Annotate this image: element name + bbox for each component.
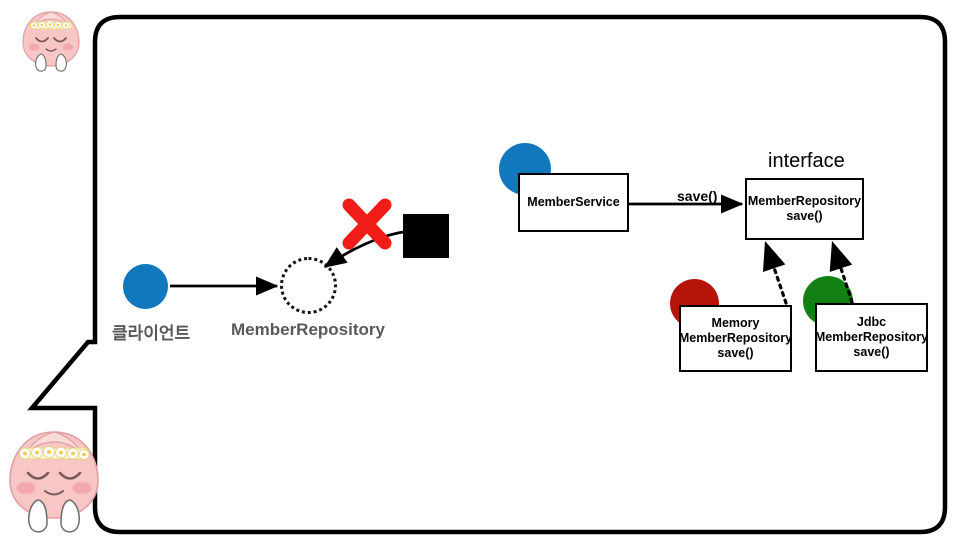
- member-repository-box-line-0: MemberRepository: [747, 194, 862, 209]
- member-repository-box-line-1: save(): [786, 209, 823, 223]
- client-circle: [123, 264, 168, 309]
- memory-realization-arrow: [763, 240, 788, 305]
- interface-title: interface: [768, 150, 845, 172]
- jdbc-member-repository-box: Jdbc MemberRepository save(): [815, 303, 928, 372]
- red-x-mark: [342, 198, 392, 250]
- peach-mascot-small: [22, 11, 80, 72]
- member-repository-interface-box: MemberRepository save(): [745, 178, 864, 240]
- memory-box-line-1: MemberRepository: [678, 331, 793, 346]
- member-service-box-line-0: MemberService: [527, 195, 620, 210]
- implementation-binding-arrow: [323, 230, 404, 269]
- member-service-box: MemberService: [518, 173, 629, 232]
- member-repository-abstract-circle: [280, 257, 337, 314]
- member-repository-label: MemberRepository: [231, 320, 385, 339]
- jdbc-box-line-0: Jdbc: [856, 315, 887, 330]
- jdbc-box-line-2: save(): [853, 344, 890, 359]
- save-call-label: save(): [677, 188, 718, 204]
- jdbc-box-line-1: MemberRepository: [814, 330, 929, 345]
- memory-box-line-2: save(): [717, 345, 754, 360]
- memory-box-line-0: Memory: [711, 316, 760, 331]
- implementation-black-square: [403, 214, 449, 258]
- memory-member-repository-box: Memory MemberRepository save(): [679, 305, 792, 372]
- client-label: 클라이언트: [112, 324, 191, 343]
- peach-mascot-large: [9, 431, 99, 533]
- speech-bubble-outline: [27, 14, 948, 535]
